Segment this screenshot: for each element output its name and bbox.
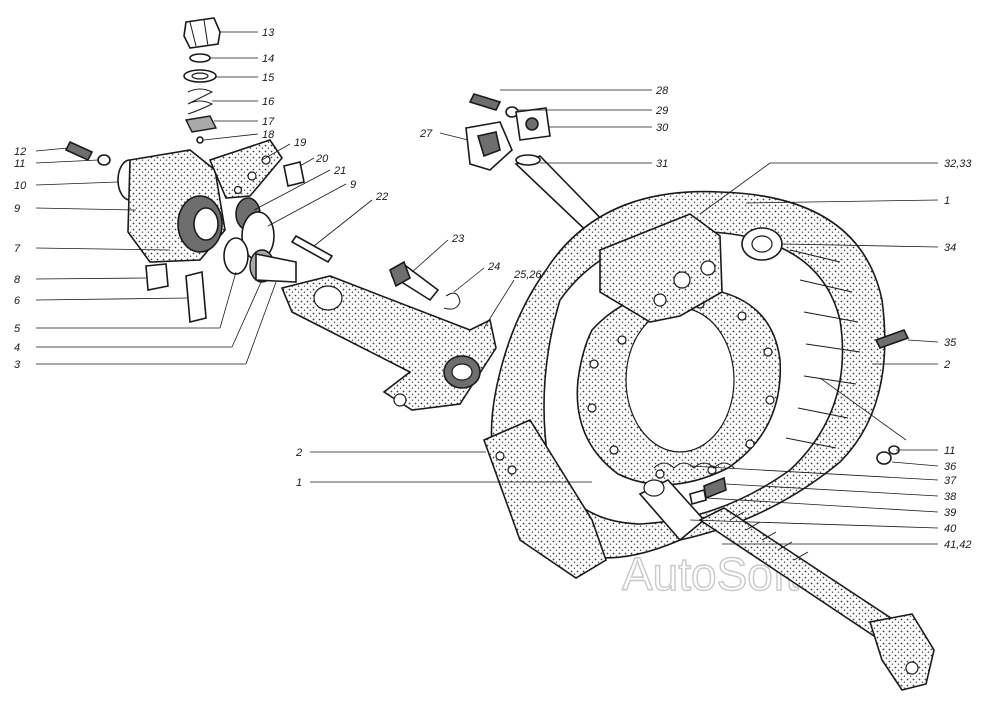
callout-30: 30 bbox=[656, 122, 669, 134]
top-callouts: 13 14 15 16 17 18 19 20 21 9 22 23 24 25… bbox=[203, 27, 669, 329]
callout-4: 4 bbox=[14, 342, 20, 354]
callout-11-right: 11 bbox=[944, 445, 955, 457]
callout-34: 34 bbox=[944, 242, 956, 254]
callout-29: 29 bbox=[655, 105, 668, 117]
callout-12: 12 bbox=[14, 146, 26, 158]
brake-lever-arm bbox=[280, 275, 497, 411]
callout-9-top: 9 bbox=[350, 179, 356, 191]
callout-32-33: 32,33 bbox=[944, 158, 972, 170]
callout-39: 39 bbox=[944, 507, 956, 519]
adjuster-parts-27-31 bbox=[465, 93, 614, 242]
callout-18: 18 bbox=[262, 129, 275, 141]
callout-8: 8 bbox=[14, 274, 21, 286]
callout-19: 19 bbox=[294, 137, 306, 149]
callout-6: 6 bbox=[14, 295, 21, 307]
callout-3: 3 bbox=[14, 359, 21, 371]
callout-25-26: 25,26 bbox=[513, 269, 542, 281]
brake-control-valve-body bbox=[64, 139, 305, 324]
callout-2-right: 2 bbox=[943, 359, 950, 371]
brake-drum-backing-plate bbox=[482, 190, 910, 579]
callout-23: 23 bbox=[451, 233, 465, 245]
callout-27: 27 bbox=[419, 128, 433, 140]
callout-20: 20 bbox=[315, 153, 329, 165]
callout-14: 14 bbox=[262, 53, 274, 65]
parts-23-24 bbox=[389, 260, 461, 310]
callout-37: 37 bbox=[944, 475, 957, 487]
callout-17: 17 bbox=[262, 116, 275, 128]
brake-shaft-assembly bbox=[638, 476, 935, 691]
right-callouts: 32,33 1 34 35 2 11 36 37 38 39 40 41,42 bbox=[689, 158, 972, 551]
callout-40: 40 bbox=[944, 523, 957, 535]
callout-36: 36 bbox=[944, 461, 957, 473]
callout-31: 31 bbox=[656, 158, 668, 170]
callout-35: 35 bbox=[944, 337, 957, 349]
callout-11: 11 bbox=[14, 158, 25, 170]
callout-41-42: 41,42 bbox=[944, 539, 972, 551]
cap-stack-parts bbox=[183, 17, 221, 144]
callout-38: 38 bbox=[944, 491, 957, 503]
left-callouts: 12 11 10 9 7 8 6 5 4 3 2 1 bbox=[14, 146, 592, 489]
callout-24: 24 bbox=[487, 261, 500, 273]
callout-1-left: 1 bbox=[296, 477, 302, 489]
callout-2-left: 2 bbox=[295, 447, 302, 459]
callout-15: 15 bbox=[262, 72, 275, 84]
part-22-pin bbox=[290, 234, 334, 264]
callout-28: 28 bbox=[655, 85, 669, 97]
callout-5: 5 bbox=[14, 323, 21, 335]
callout-9: 9 bbox=[14, 203, 20, 215]
callout-7: 7 bbox=[14, 243, 21, 255]
callout-1-right: 1 bbox=[944, 195, 950, 207]
callout-16: 16 bbox=[262, 96, 275, 108]
callout-10: 10 bbox=[14, 180, 27, 192]
callout-21: 21 bbox=[333, 165, 346, 177]
callout-22: 22 bbox=[375, 191, 388, 203]
callout-13: 13 bbox=[262, 27, 275, 39]
